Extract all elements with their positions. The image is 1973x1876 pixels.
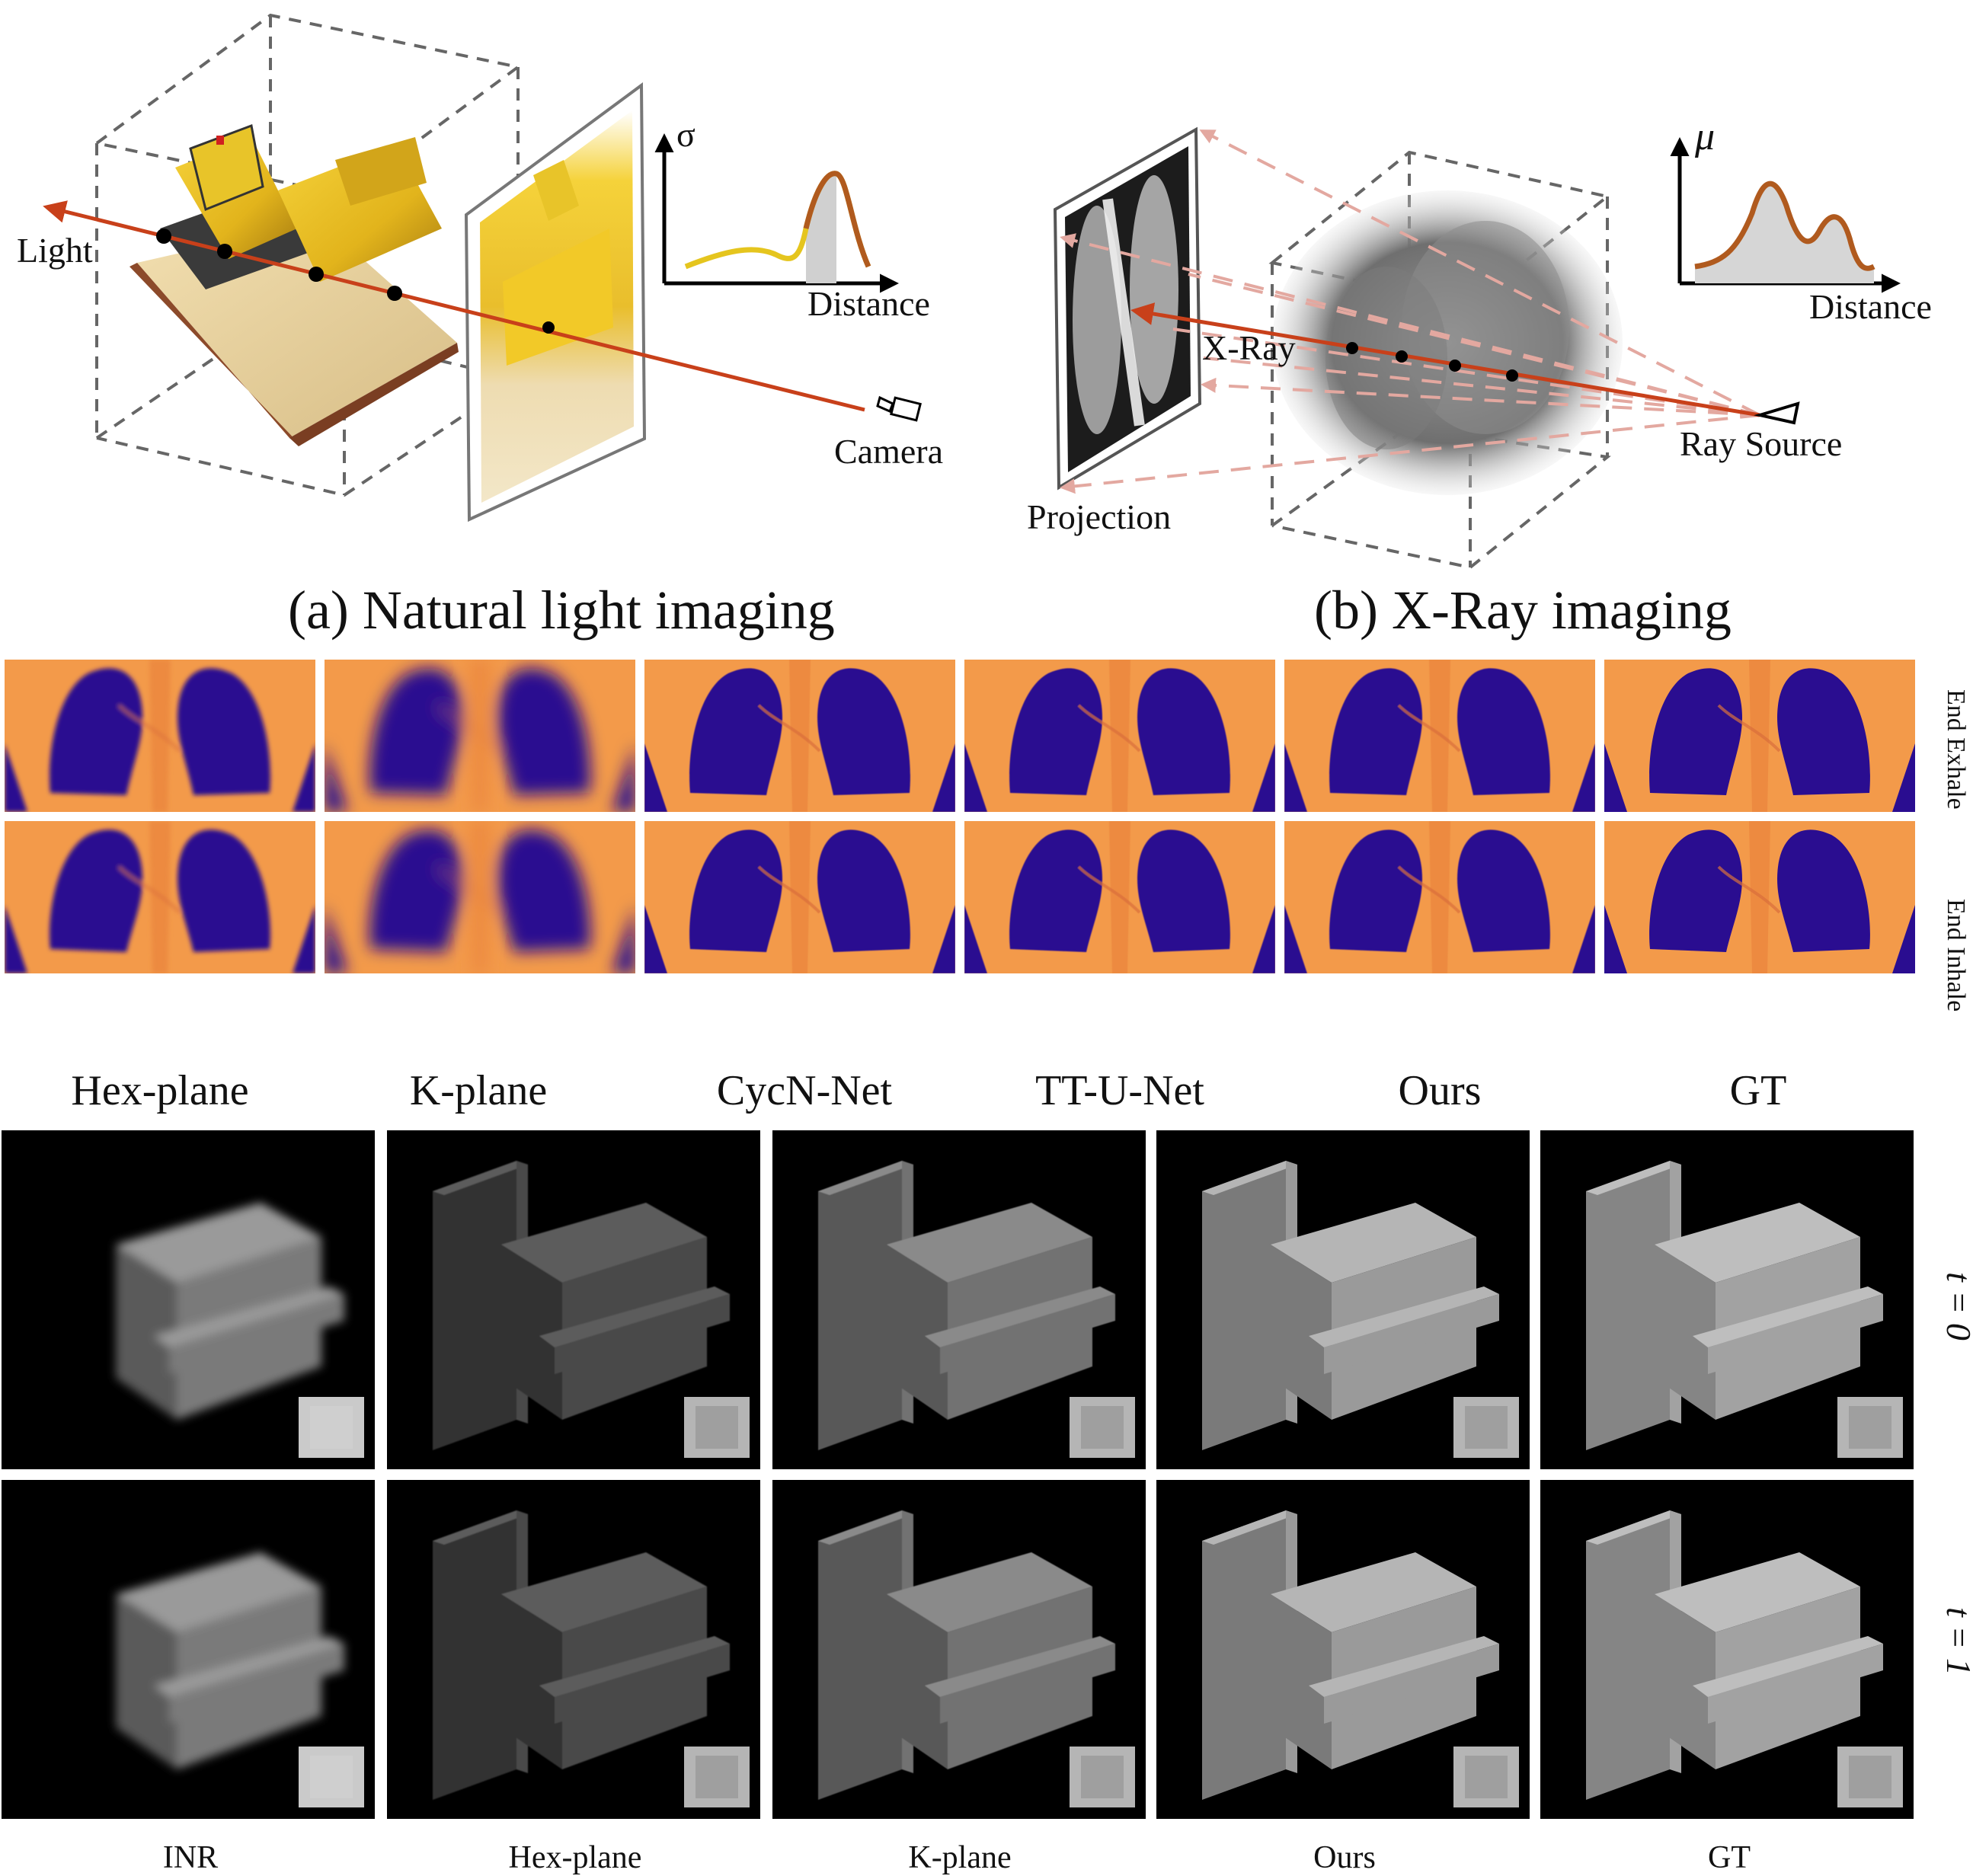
ct-slice-r0-c4 bbox=[1284, 660, 1595, 812]
ct-slice-r1-c5 bbox=[1604, 821, 1915, 973]
method-label-k-plane: K-plane bbox=[409, 1067, 548, 1114]
method-label-ours: Ours bbox=[1398, 1067, 1482, 1114]
image-plane-a bbox=[464, 82, 647, 523]
light-ray-a bbox=[43, 200, 865, 412]
volume-render-r1-c2 bbox=[772, 1480, 1146, 1819]
caption-a: (a) Natural light imaging bbox=[288, 580, 835, 641]
method-label-gt: GT bbox=[1729, 1067, 1787, 1114]
caption-b: (b) X-Ray imaging bbox=[1314, 580, 1732, 641]
xray-film bbox=[1053, 126, 1202, 491]
volume-render-r1-c4 bbox=[1540, 1480, 1914, 1819]
projection-label: Projection bbox=[1027, 497, 1172, 536]
row-label-t0: t = 0 bbox=[1939, 1272, 1973, 1341]
camera-icon bbox=[876, 395, 922, 422]
method-label-gt-bottom: GT bbox=[1708, 1840, 1751, 1875]
volume-render-r1-c1 bbox=[387, 1480, 760, 1819]
camera-label: Camera bbox=[834, 432, 944, 471]
volume-render-r0-c1 bbox=[387, 1130, 760, 1469]
row-label-end-exhale: End Exhale bbox=[1942, 689, 1970, 810]
method-label-hex-plane-bottom: Hex-plane bbox=[508, 1840, 642, 1875]
ray-source-label: Ray Source bbox=[1680, 424, 1843, 463]
top-diagrams bbox=[43, 13, 1901, 570]
volume-render-r0-c4 bbox=[1540, 1130, 1914, 1469]
distance-label-b: Distance bbox=[1809, 287, 1932, 326]
volume-render-r1-c0 bbox=[2, 1480, 375, 1819]
ct-slice-r1-c1 bbox=[325, 821, 635, 973]
method-label-tt-u-net: TT-U-Net bbox=[1035, 1067, 1204, 1114]
method-label-inr: INR bbox=[162, 1840, 219, 1875]
ct-slice-r1-c4 bbox=[1284, 821, 1595, 973]
volume-render-r0-c0 bbox=[2, 1130, 375, 1469]
xray-ray bbox=[1130, 302, 1760, 417]
ct-slice-r0-c5 bbox=[1604, 660, 1915, 812]
mu-label: μ bbox=[1695, 115, 1716, 158]
ct-slice-r0-c2 bbox=[644, 660, 955, 812]
volume-render-r0-c2 bbox=[772, 1130, 1146, 1469]
attenuation-plot-b bbox=[1670, 137, 1901, 293]
distance-label-a: Distance bbox=[807, 284, 930, 323]
row-label-t1: t = 1 bbox=[1939, 1607, 1973, 1676]
ct-slice-r1-c0 bbox=[5, 821, 315, 973]
method-label-hex-plane: Hex-plane bbox=[71, 1067, 249, 1114]
method-label-cycn-net: CycN-Net bbox=[716, 1067, 893, 1114]
lego-bulldozer bbox=[130, 123, 459, 446]
volume-render-r1-c3 bbox=[1156, 1480, 1530, 1819]
ct-slice-r1-c3 bbox=[964, 821, 1275, 973]
ct-slice-r0-c1 bbox=[325, 660, 635, 812]
xray-label: X-Ray bbox=[1202, 328, 1296, 367]
ct-slice-r0-c0 bbox=[5, 660, 315, 812]
volume-render-r0-c3 bbox=[1156, 1130, 1530, 1469]
ray-source-icon bbox=[1754, 401, 1800, 425]
density-plot-a bbox=[654, 133, 899, 293]
sigma-label: σ bbox=[676, 115, 696, 154]
method-label-ours-bottom: Ours bbox=[1313, 1840, 1376, 1875]
projection-rays bbox=[1060, 129, 1760, 494]
row-label-end-inhale: End Inhale bbox=[1942, 899, 1970, 1012]
method-label-k-plane-bottom: K-plane bbox=[908, 1840, 1012, 1875]
ct-slice-r1-c2 bbox=[644, 821, 955, 973]
light-label: Light bbox=[17, 231, 93, 270]
ct-slice-r0-c3 bbox=[964, 660, 1275, 812]
